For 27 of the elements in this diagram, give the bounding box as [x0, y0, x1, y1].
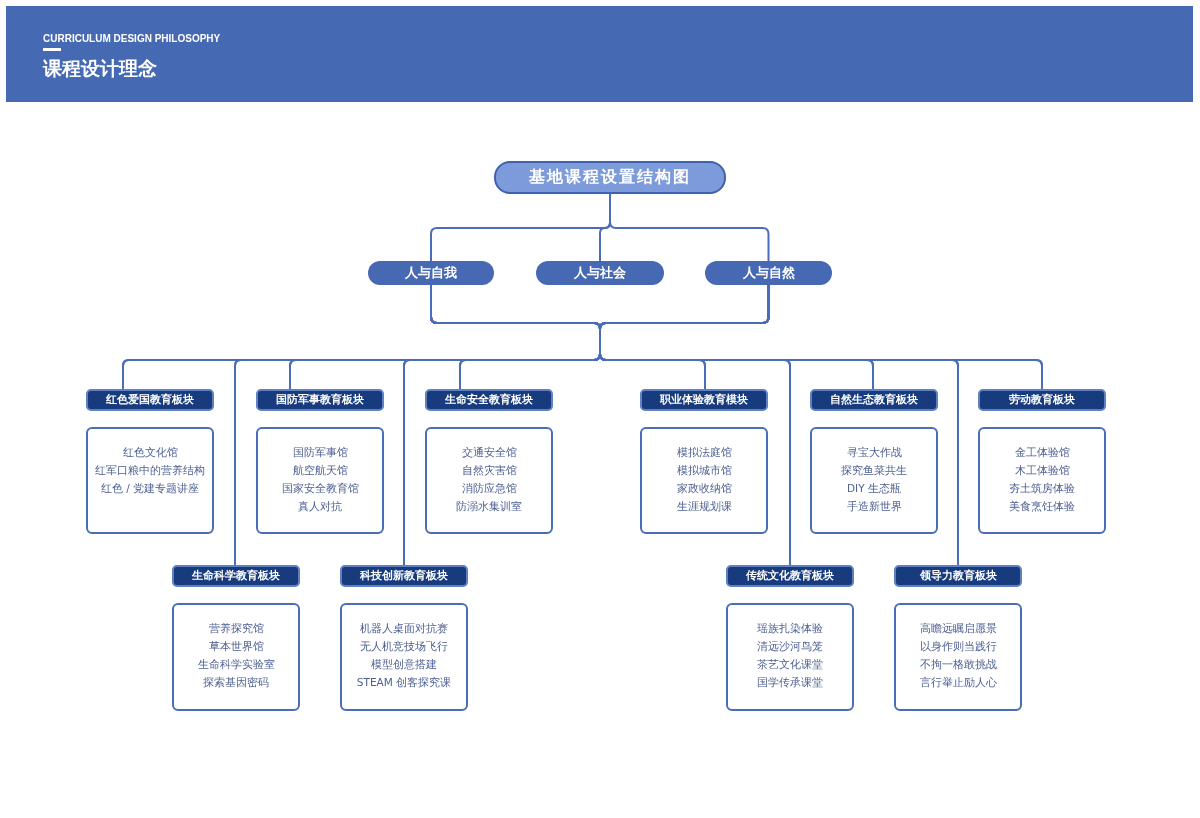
module-tab: 国防军事教育板块: [256, 389, 384, 411]
module-tab: 领导力教育板块: [894, 565, 1022, 587]
module-tab: 传统文化教育板块: [726, 565, 854, 587]
content-box: 红色文化馆 红军口粮中的营养结构 红色 / 党建专题讲座: [86, 427, 214, 534]
module-tab: 自然生态教育板块: [810, 389, 938, 411]
content-box: 高瞻远瞩启愿景 以身作则当践行 不拘一格敢挑战 言行举止励人心: [894, 603, 1022, 711]
content-box: 营养探究馆 草本世界馆 生命科学实验室 探索基因密码: [172, 603, 300, 711]
connector-line: [609, 193, 770, 262]
content-box: 机器人桌面对抗赛 无人机竞技场飞行 模型创意搭建 STEAM 创客探究课: [340, 603, 468, 711]
content-box: 模拟法庭馆 模拟城市馆 家政收纳馆 生涯规划课: [640, 427, 768, 534]
content-box: 金工体验馆 木工体验馆 夯土筑房体验 美食烹饪体验: [978, 427, 1106, 534]
module-tab: 生命安全教育板块: [425, 389, 553, 411]
category-pill: 人与自然: [705, 261, 832, 285]
content-box: 交通安全馆 自然灾害馆 消防应急馆 防溺水集训室: [425, 427, 553, 534]
content-box: 瑶族扎染体验 清远沙河鸟笼 茶艺文化课堂 国学传承课堂: [726, 603, 854, 711]
subtitle: CURRICULUM DESIGN PHILOSOPHY: [43, 33, 221, 44]
content-box: 寻宝大作战 探究鱼菜共生 DIY 生态瓶 手造新世界: [810, 427, 938, 534]
content-box: 国防军事馆 航空航天馆 国家安全教育馆 真人对抗: [256, 427, 384, 534]
category-pill: 人与社会: [536, 261, 664, 285]
module-tab: 生命科学教育板块: [172, 565, 300, 587]
module-tab: 劳动教育板块: [978, 389, 1106, 411]
module-tab: 职业体验教育模块: [640, 389, 768, 411]
module-tab: 科技创新教育板块: [340, 565, 468, 587]
title: 课程设计理念: [43, 56, 157, 81]
category-pill: 人与自我: [368, 261, 494, 285]
title-pill: 基地课程设置结构图: [494, 161, 726, 194]
module-tab: 红色爱国教育板块: [86, 389, 214, 411]
